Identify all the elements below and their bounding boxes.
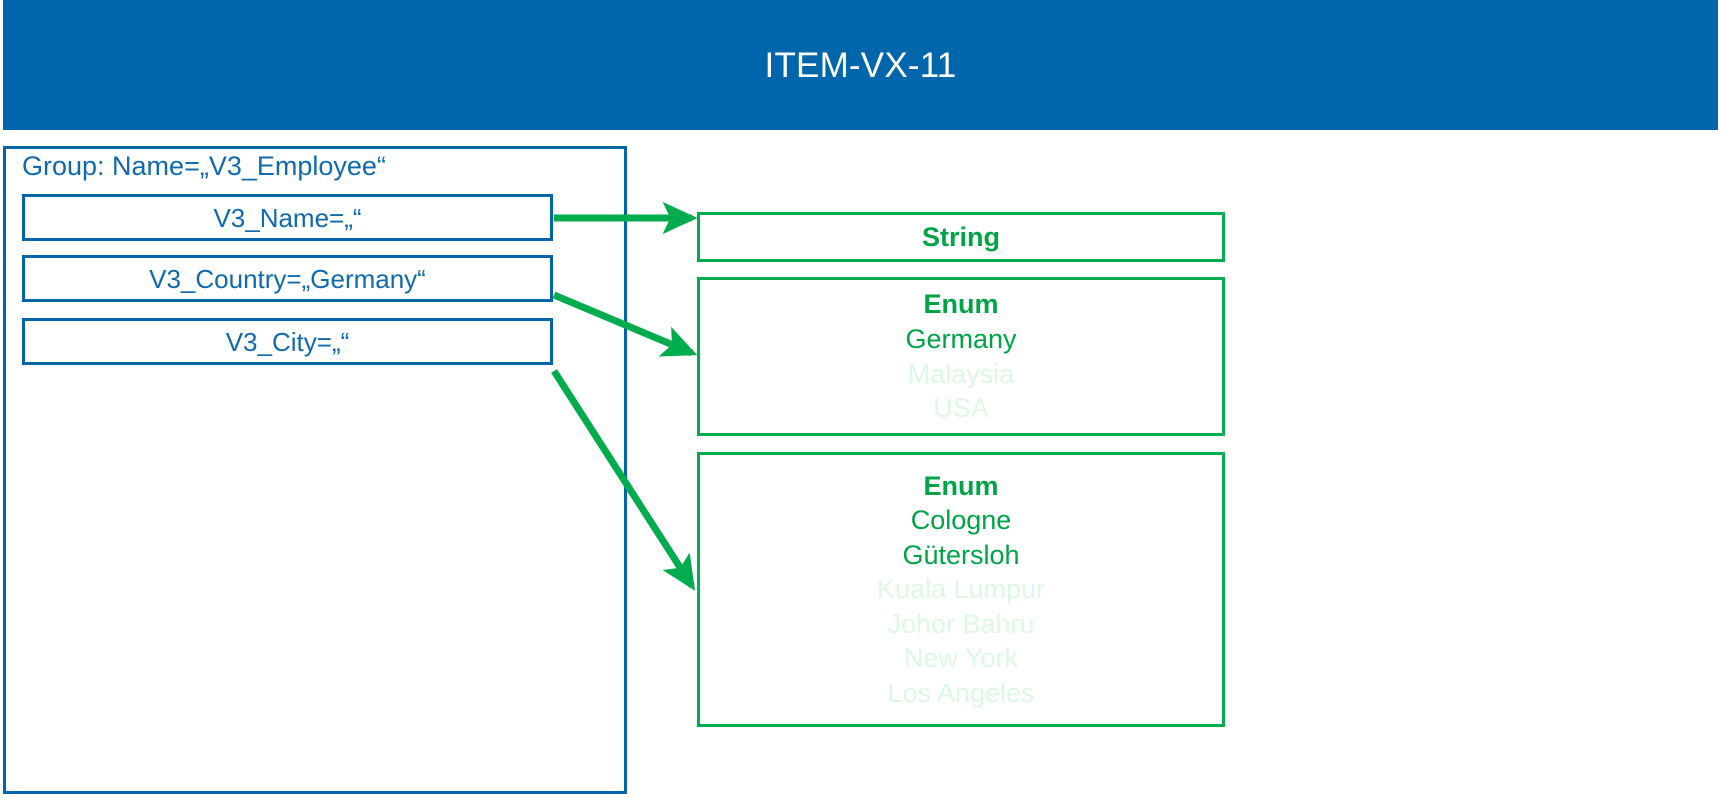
page-title: ITEM-VX-11	[764, 45, 957, 85]
type-box-enum-city: Enum Cologne Gütersloh Kuala Lumpur Joho…	[697, 452, 1225, 727]
enum-option: Los Angeles	[887, 677, 1035, 708]
enum-option: Malaysia	[907, 358, 1015, 389]
field-v3-name-label: V3_Name=„“	[213, 202, 362, 233]
field-v3-country-label: V3_Country=„Germany“	[149, 263, 426, 294]
enum-option: USA	[933, 393, 989, 424]
enum-option[interactable]: Gütersloh	[902, 539, 1020, 570]
enum-option: New York	[903, 643, 1019, 674]
field-v3-country[interactable]: V3_Country=„Germany“	[22, 255, 553, 302]
group-panel	[3, 146, 627, 794]
group-label: Group: Name=„V3_Employee“	[22, 151, 386, 181]
field-v3-city[interactable]: V3_City=„“	[22, 318, 553, 365]
field-v3-city-label: V3_City=„“	[225, 326, 350, 357]
field-v3-name[interactable]: V3_Name=„“	[22, 194, 553, 241]
type-box-string: String	[697, 212, 1225, 262]
enum-option[interactable]: Cologne	[910, 505, 1012, 536]
type-box-enum-country-title: Enum	[923, 289, 999, 320]
enum-option: Johor Bahru	[887, 608, 1035, 639]
title-banner: ITEM-VX-11	[3, 0, 1718, 130]
enum-option: Kuala Lumpur	[876, 574, 1046, 605]
enum-option[interactable]: Germany	[905, 323, 1017, 354]
type-box-enum-city-title: Enum	[923, 470, 999, 501]
type-box-string-title: String	[922, 221, 1000, 252]
type-box-enum-country: Enum Germany Malaysia USA	[697, 277, 1225, 436]
